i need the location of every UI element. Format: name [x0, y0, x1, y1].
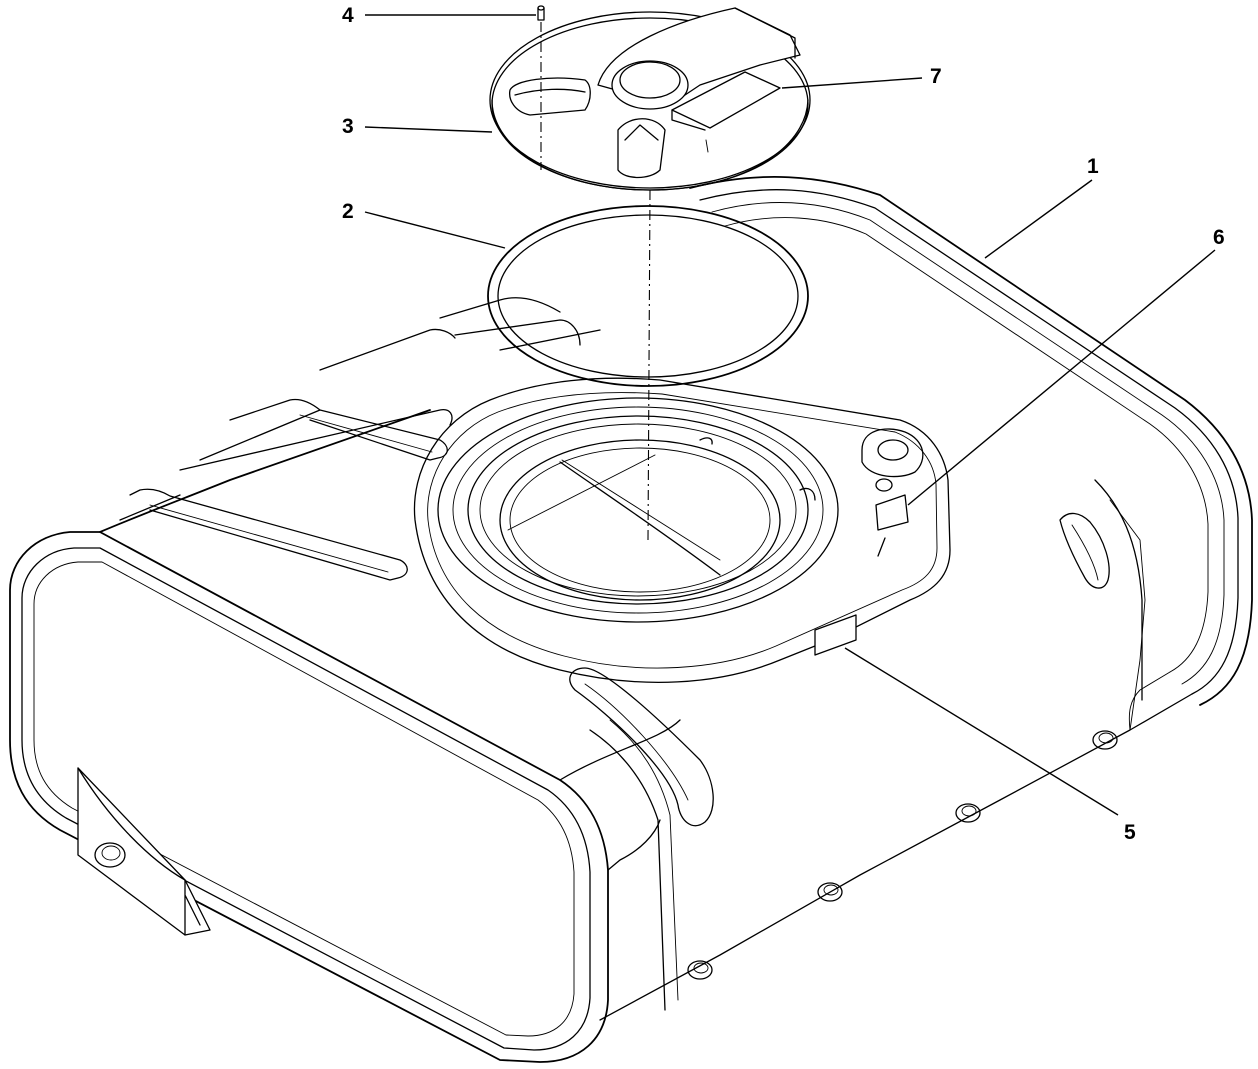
leader-line-1	[984, 179, 1093, 259]
leader-lines	[364, 14, 1216, 816]
callout-3: 3	[342, 115, 354, 138]
leader-line-2	[364, 211, 506, 249]
leader-line-7	[781, 77, 923, 89]
callout-5: 5	[1124, 821, 1136, 844]
callout-6: 6	[1213, 226, 1225, 249]
callout-7: 7	[930, 65, 942, 88]
callout-1: 1	[1087, 155, 1099, 178]
decals	[814, 494, 909, 656]
leader-line-5	[844, 647, 1119, 816]
callout-4: 4	[342, 4, 354, 27]
tank-body	[9, 176, 1253, 1063]
callout-2: 2	[342, 200, 354, 223]
leader-line-3	[364, 126, 493, 133]
screw	[537, 5, 545, 21]
lid	[489, 7, 811, 191]
assembly-centerlines	[540, 22, 651, 541]
gasket-ring	[487, 205, 809, 387]
leader-line-6	[907, 249, 1216, 506]
